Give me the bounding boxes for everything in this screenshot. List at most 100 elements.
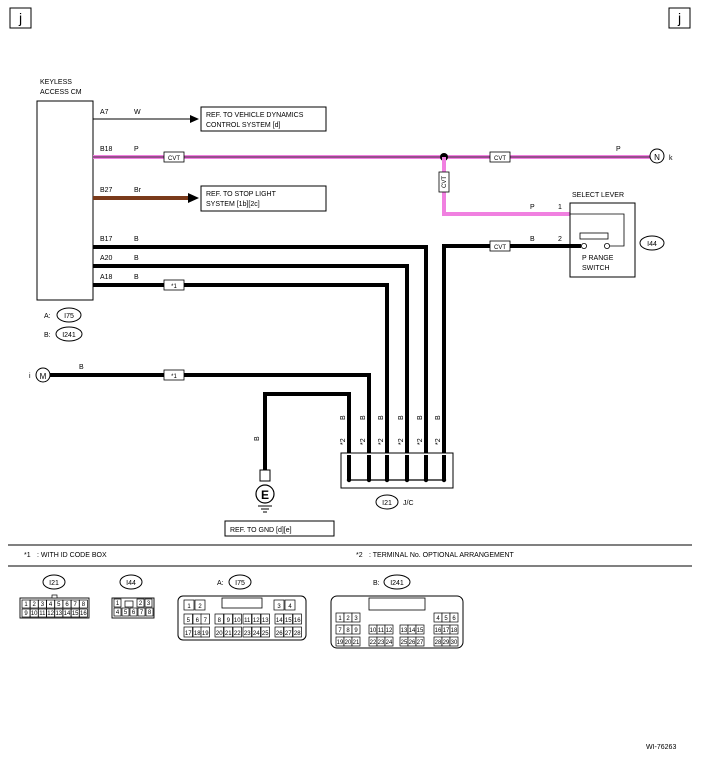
pin-cell	[129, 607, 138, 617]
ecm-conn-b: I241	[62, 332, 76, 339]
ref-gnd-box	[224, 520, 335, 537]
pin-number: 12	[47, 611, 54, 617]
corner-box-left	[9, 7, 32, 29]
pin-number: 1	[338, 616, 342, 622]
pin-number: 2	[33, 602, 37, 608]
cvt-tag-1	[163, 151, 185, 163]
wire-a20	[93, 264, 409, 455]
pin-number: 24	[253, 631, 260, 637]
terminal-m-prefix: i	[29, 373, 31, 380]
pin-number: 4	[436, 616, 440, 622]
pin-number: 9	[354, 628, 358, 634]
jc-dot-6	[441, 477, 447, 483]
pin-number: 15	[285, 618, 292, 624]
pin-cell	[242, 626, 252, 638]
jc-color-4: B	[398, 415, 405, 420]
jc-dot-1	[346, 477, 352, 483]
pin-number: 27	[417, 640, 424, 646]
pin-number: 4	[288, 604, 292, 610]
pin-cell	[284, 599, 296, 611]
conn-i241-title: I241	[390, 580, 404, 587]
pin-number: 14	[276, 618, 283, 624]
ref-stop-2: SYSTEM [1b][2c]	[206, 201, 260, 208]
pin-number: 1	[24, 602, 28, 608]
corner-box-right	[668, 7, 691, 29]
conn-i241-oval	[383, 574, 411, 590]
pin-number: 5	[57, 602, 61, 608]
arrow-a7	[190, 115, 199, 123]
ecm-conn-a-label: A:	[44, 313, 51, 320]
pin-cell	[384, 636, 394, 647]
pin-lever-2: 2	[558, 236, 562, 243]
pin-cell	[449, 612, 459, 623]
arrow-b27	[188, 193, 199, 203]
pin-cell	[194, 599, 206, 611]
lever-conn-oval	[639, 235, 665, 251]
cvt-tag-4-text: CVT	[494, 245, 506, 251]
star1-tag-a	[163, 279, 185, 291]
pin-number: 15	[72, 611, 79, 617]
pin-number: 26	[409, 640, 416, 646]
pin-cell	[183, 599, 195, 611]
pin-number: 2	[346, 616, 350, 622]
pin-number: 22	[234, 631, 241, 637]
pin-number: 12	[386, 628, 393, 634]
conn-i75-prefix: A:	[217, 580, 224, 587]
pin-a7: A7	[100, 109, 109, 116]
pin-number: 27	[285, 631, 292, 637]
pin-number: 17	[185, 631, 192, 637]
pin-number: 18	[451, 628, 458, 634]
jc-label: J/C	[403, 500, 414, 507]
pin-b18: B18	[100, 146, 113, 153]
color-b17: B	[134, 236, 139, 243]
wire-pink-branch	[442, 157, 570, 216]
pin-number: 6	[452, 616, 456, 622]
pin-cell	[79, 608, 88, 618]
pin-cell	[351, 636, 361, 647]
wire-b17	[93, 245, 428, 455]
pin-cell	[260, 613, 270, 625]
jc-color-2: B	[360, 415, 367, 420]
conn-i21-latch	[51, 594, 58, 599]
color-a18: B	[134, 274, 139, 281]
pin-cell	[113, 598, 122, 608]
pin-cell	[200, 613, 210, 625]
terminal-m-letter: M	[40, 372, 47, 381]
pin-number: 20	[345, 640, 352, 646]
jc-color-1: B	[340, 415, 347, 420]
color-right-p: P	[616, 146, 621, 153]
color-b27: Br	[134, 187, 142, 194]
pin-number: 3	[277, 604, 281, 610]
pin-cell	[232, 626, 242, 638]
pin-number: 4	[49, 602, 53, 608]
pin-number: 12	[253, 618, 260, 624]
switch-label-2: SWITCH	[582, 265, 610, 272]
pin-cell	[223, 613, 233, 625]
pin-number: 24	[386, 640, 393, 646]
pin-cell	[251, 626, 261, 638]
jc-mark-2: *2	[360, 438, 367, 445]
pin-cell	[145, 607, 154, 617]
pin-number: 16	[294, 618, 301, 624]
pin-number: 29	[443, 640, 450, 646]
jc-dot-5	[423, 477, 429, 483]
pin-cell	[136, 598, 145, 608]
pin-cell	[415, 624, 425, 635]
ground-e-letter: E	[261, 488, 269, 502]
color-gnd: B	[254, 436, 261, 441]
p-range-switch-bar	[579, 232, 609, 240]
conn-i75-latch	[221, 597, 263, 609]
pin-number: 19	[337, 640, 344, 646]
cvt-tag-2-text: CVT	[494, 156, 506, 162]
ecm-conn-b-oval	[55, 326, 83, 342]
jc-conn: I21	[382, 500, 392, 507]
pin-number: 23	[378, 640, 385, 646]
ecm-conn-a-oval	[56, 307, 82, 323]
pin-number: 21	[353, 640, 360, 646]
pin-number: 16	[80, 611, 87, 617]
pin-number: 3	[147, 601, 151, 607]
gnd-connector	[259, 469, 271, 482]
pin-cell	[79, 599, 88, 609]
pin-number: 20	[216, 631, 223, 637]
